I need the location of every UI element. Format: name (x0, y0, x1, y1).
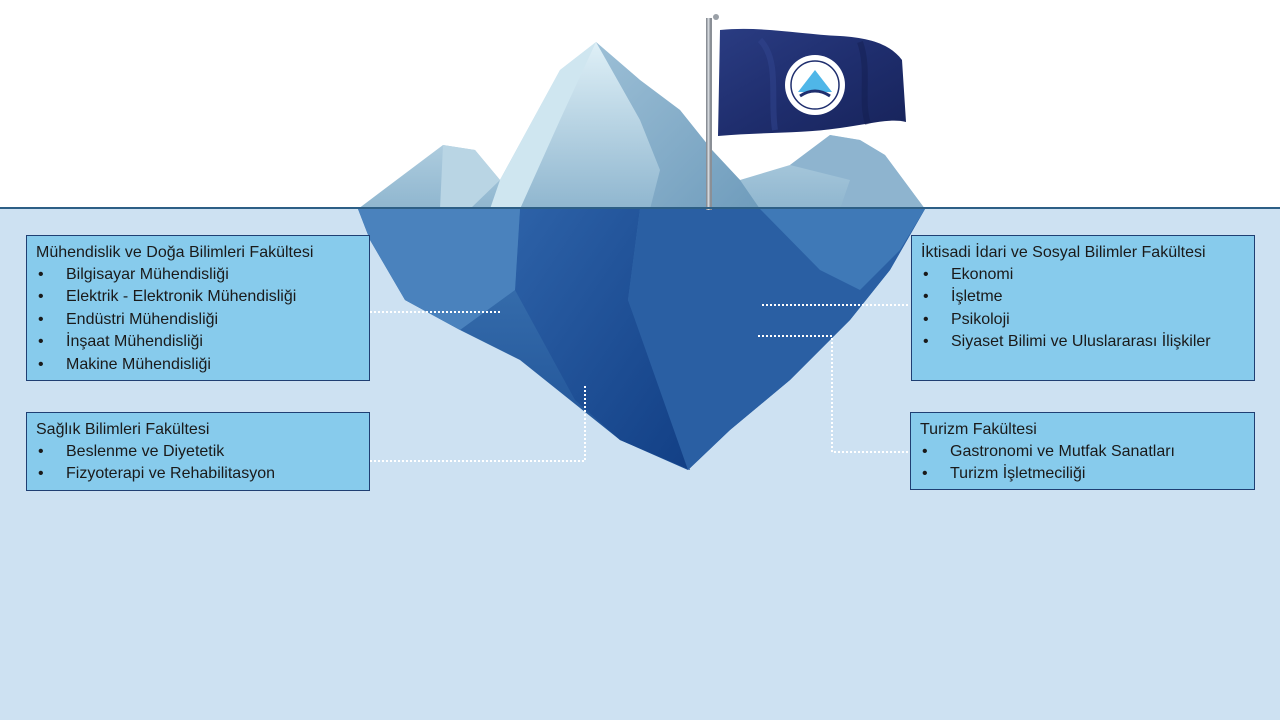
program-item: Turizm İşletmeciliği (920, 463, 1245, 486)
program-item: Siyaset Bilimi ve Uluslararası İlişkiler (921, 331, 1245, 354)
program-list: Gastronomi ve Mutfak Sanatları Turizm İş… (920, 441, 1245, 486)
flag-pole-finial (713, 14, 719, 20)
program-list: Ekonomi İşletme Psikoloji Siyaset Bilimi… (921, 264, 1245, 354)
program-item: İnşaat Mühendisliği (36, 331, 360, 354)
program-item: Psikoloji (921, 309, 1245, 332)
faculty-box-economics: İktisadi İdari ve Sosyal Bilimler Fakült… (911, 235, 1255, 381)
faculty-box-tourism: Turizm Fakültesi Gastronomi ve Mutfak Sa… (910, 412, 1255, 490)
program-item: İşletme (921, 286, 1245, 309)
program-item: Bilgisayar Mühendisliği (36, 264, 360, 287)
university-emblem-icon (785, 55, 845, 115)
program-item: Gastronomi ve Mutfak Sanatları (920, 441, 1245, 464)
faculty-title: Mühendislik ve Doğa Bilimleri Fakültesi (36, 244, 314, 261)
connector-lines (370, 304, 910, 462)
program-list: Beslenme ve Diyetetik Fizyoterapi ve Reh… (36, 441, 360, 486)
flag (706, 14, 906, 210)
faculty-title: Turizm Fakültesi (920, 421, 1037, 438)
connector-tourism (758, 335, 910, 453)
program-item: Elektrik - Elektronik Mühendisliği (36, 286, 360, 309)
program-item: Fizyoterapi ve Rehabilitasyon (36, 463, 360, 486)
faculty-title: Sağlık Bilimleri Fakültesi (36, 421, 210, 438)
program-item: Beslenme ve Diyetetik (36, 441, 360, 464)
faculty-title: İktisadi İdari ve Sosyal Bilimler Fakült… (921, 244, 1206, 261)
iceberg-underwater (358, 209, 925, 470)
program-list: Bilgisayar Mühendisliği Elektrik - Elekt… (36, 264, 360, 376)
iceberg-tip (358, 42, 925, 209)
connector-health (370, 384, 586, 462)
program-item: Endüstri Mühendisliği (36, 309, 360, 332)
waterline (0, 207, 1280, 209)
program-item: Ekonomi (921, 264, 1245, 287)
program-item: Makine Mühendisliği (36, 354, 360, 377)
faculty-box-engineering: Mühendislik ve Doğa Bilimleri Fakültesi … (26, 235, 370, 381)
faculty-box-health: Sağlık Bilimleri Fakültesi Beslenme ve D… (26, 412, 370, 491)
